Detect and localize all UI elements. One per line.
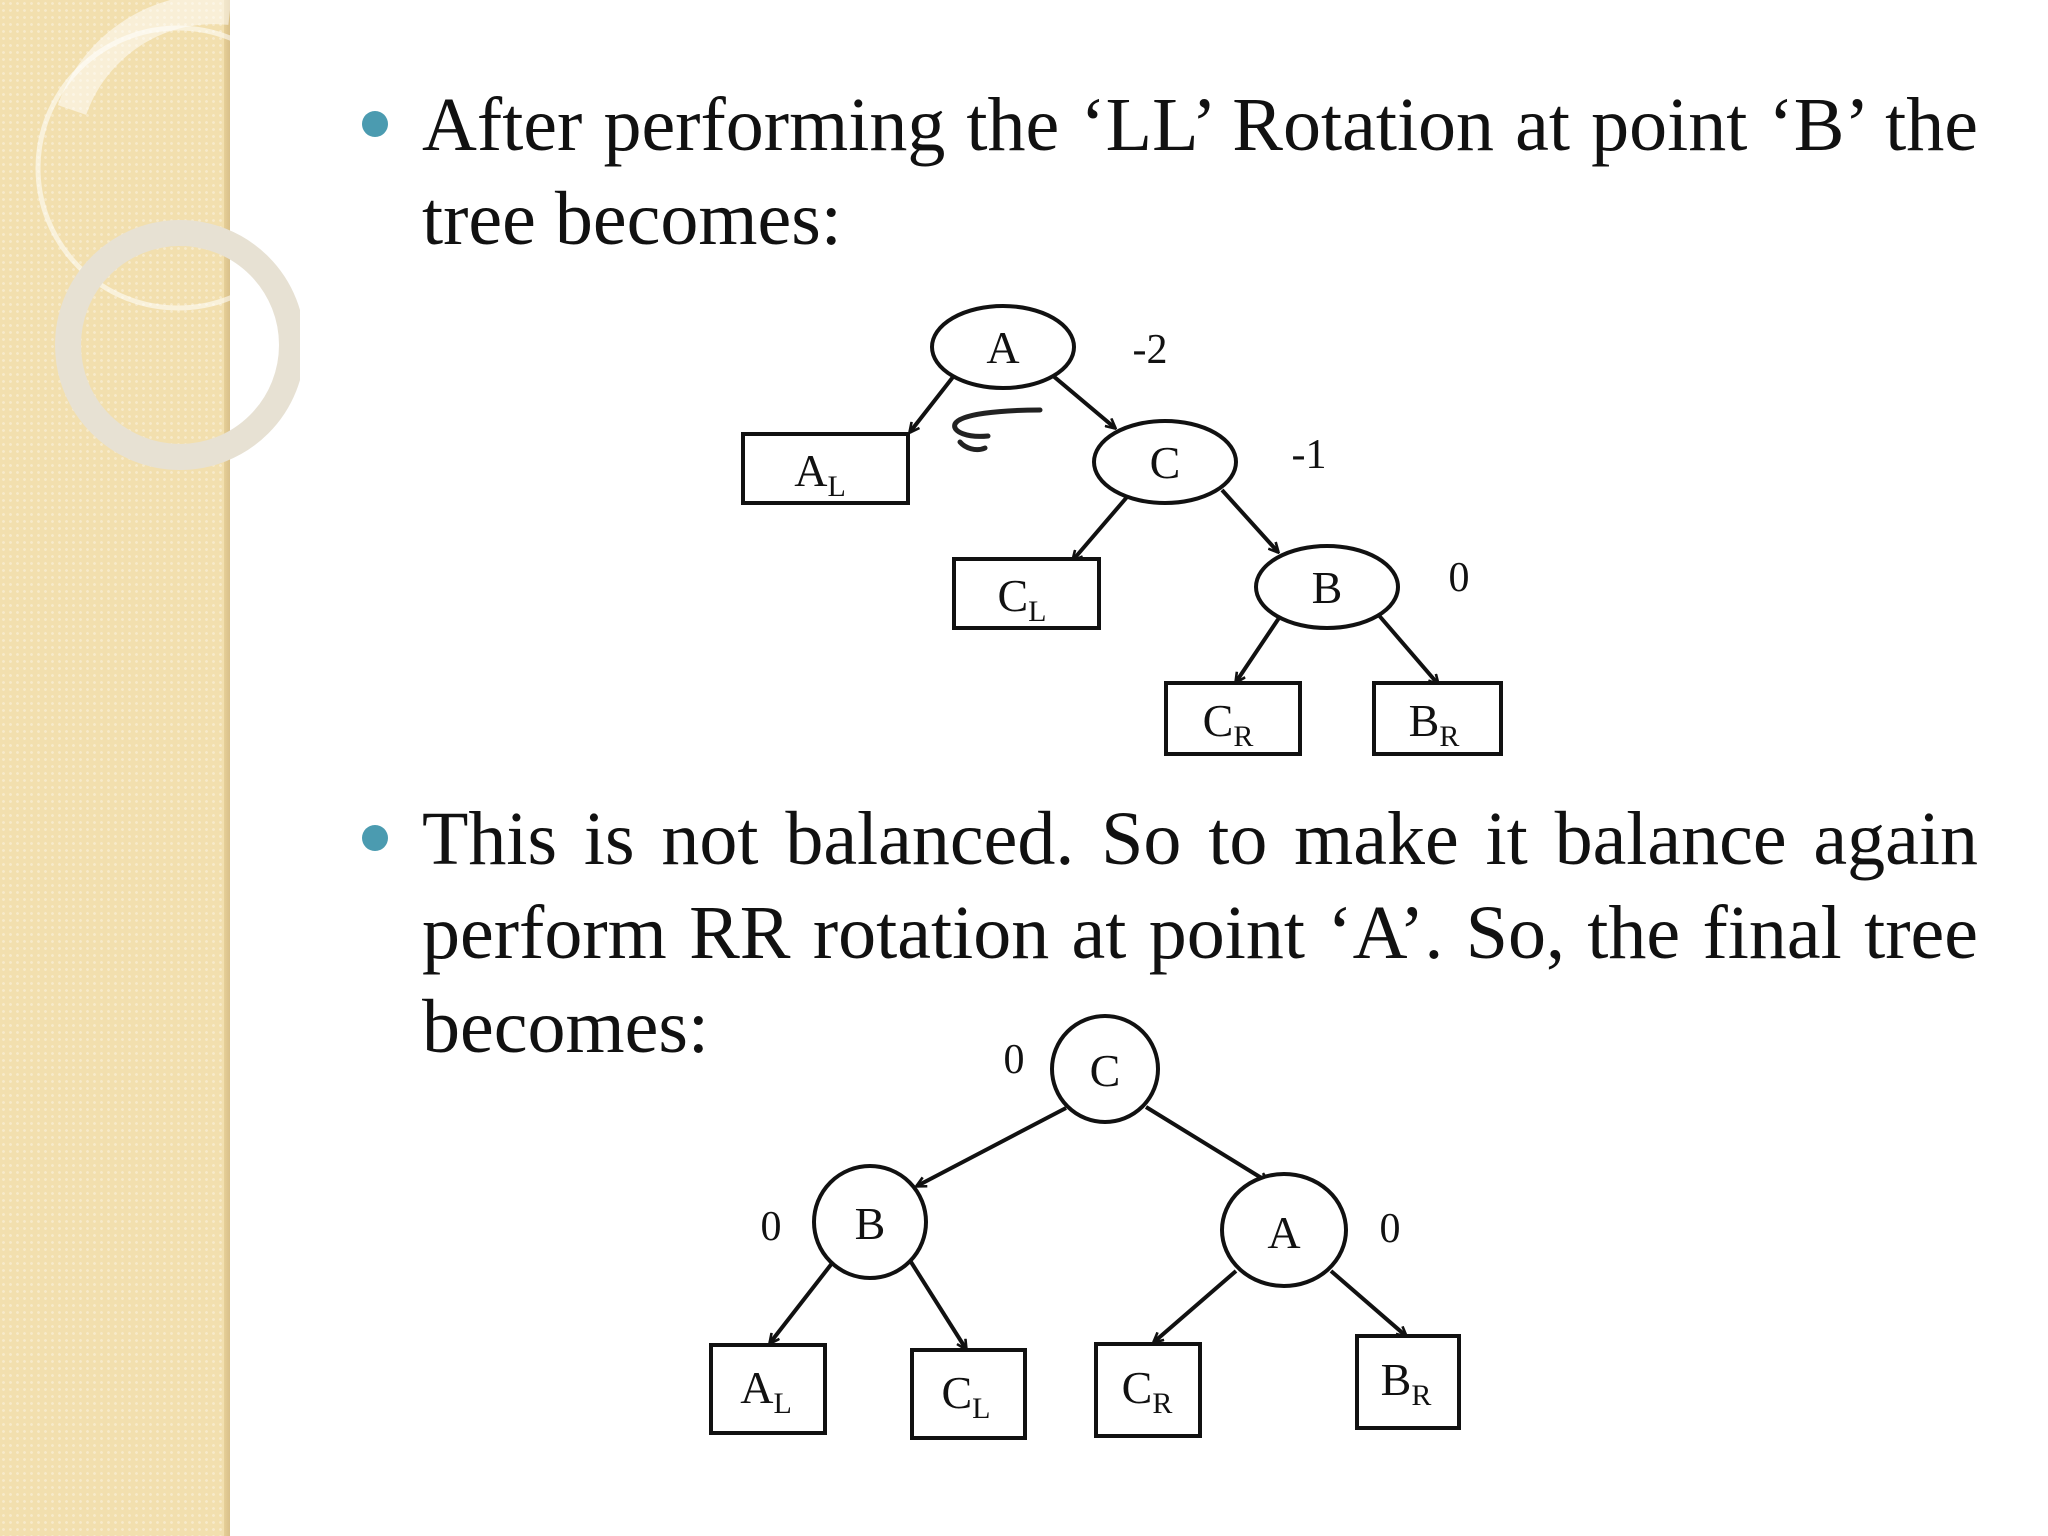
subtree-al-label: AL	[740, 1362, 792, 1420]
node-b-label: B	[855, 1198, 886, 1249]
node-a	[930, 304, 1076, 390]
node-b-label: B	[1312, 562, 1343, 613]
bullet-dot-2	[362, 825, 388, 851]
subtree-br-label: BR	[1381, 1354, 1432, 1412]
node-c-balance: 0	[1004, 1037, 1025, 1083]
node-a-balance: -2	[1133, 327, 1168, 373]
subtree-cl	[952, 557, 1101, 630]
node-c-label: C	[1090, 1045, 1121, 1096]
sidebar-edge	[224, 0, 230, 1536]
tree-after-ll: A -2 C -1 B 0 AL CL CR BR	[741, 304, 1503, 756]
node-b-balance: 0	[1449, 555, 1470, 601]
node-b-balance: 0	[761, 1204, 782, 1250]
tree-final: C 0 B 0 A 0 AL CL CR BR	[709, 1014, 1461, 1440]
edge-a-c	[1050, 373, 1115, 428]
edge-c-b	[917, 1106, 1067, 1186]
node-a-balance: 0	[1380, 1206, 1401, 1252]
node-b	[812, 1164, 928, 1280]
node-a-label: A	[1267, 1207, 1300, 1258]
subtree-al	[709, 1343, 827, 1435]
node-c	[1050, 1014, 1160, 1124]
edge-a-cr	[1154, 1269, 1238, 1342]
edge-a-al	[910, 375, 955, 432]
decorative-rings	[35, 0, 300, 470]
bullet-dot-1	[362, 111, 388, 137]
bullet-text-2: This is not balanced. So to make it bala…	[422, 797, 1978, 1069]
subtree-cr-label: CR	[1203, 695, 1254, 753]
subtree-br-label: BR	[1409, 695, 1460, 753]
edge-b-br	[1374, 610, 1438, 684]
edge-a-br	[1329, 1269, 1406, 1336]
ring-thick	[55, 220, 300, 470]
edge-c-a	[1144, 1105, 1268, 1182]
node-a	[1220, 1172, 1348, 1288]
subtree-al	[741, 432, 910, 505]
subtree-cr	[1164, 681, 1302, 756]
edge-c-b	[1220, 488, 1278, 552]
subtree-br	[1372, 681, 1503, 756]
edge-b-cr	[1236, 610, 1285, 682]
subtree-cl-label: CL	[997, 570, 1046, 628]
subtree-cr-label: CR	[1122, 1362, 1173, 1420]
subtree-br	[1355, 1334, 1461, 1430]
edge-b-al	[770, 1260, 835, 1343]
subtree-cl-label: CL	[941, 1367, 990, 1425]
ring-highlight	[57, 0, 232, 116]
subtree-al-label: AL	[794, 445, 846, 503]
node-c-balance: -1	[1292, 432, 1327, 478]
bullet-text-1: After performing the ‘LL’ Rotation at po…	[422, 83, 1978, 261]
node-a-label: A	[986, 322, 1019, 373]
subtree-cl	[910, 1348, 1027, 1440]
node-c	[1092, 419, 1238, 505]
rotation-arrow-icon	[952, 407, 1043, 453]
edge-b-cl	[909, 1260, 966, 1349]
node-c-label: C	[1150, 437, 1181, 488]
subtree-cr	[1094, 1342, 1202, 1438]
edge-c-cl	[1073, 488, 1135, 560]
node-b	[1254, 544, 1400, 630]
